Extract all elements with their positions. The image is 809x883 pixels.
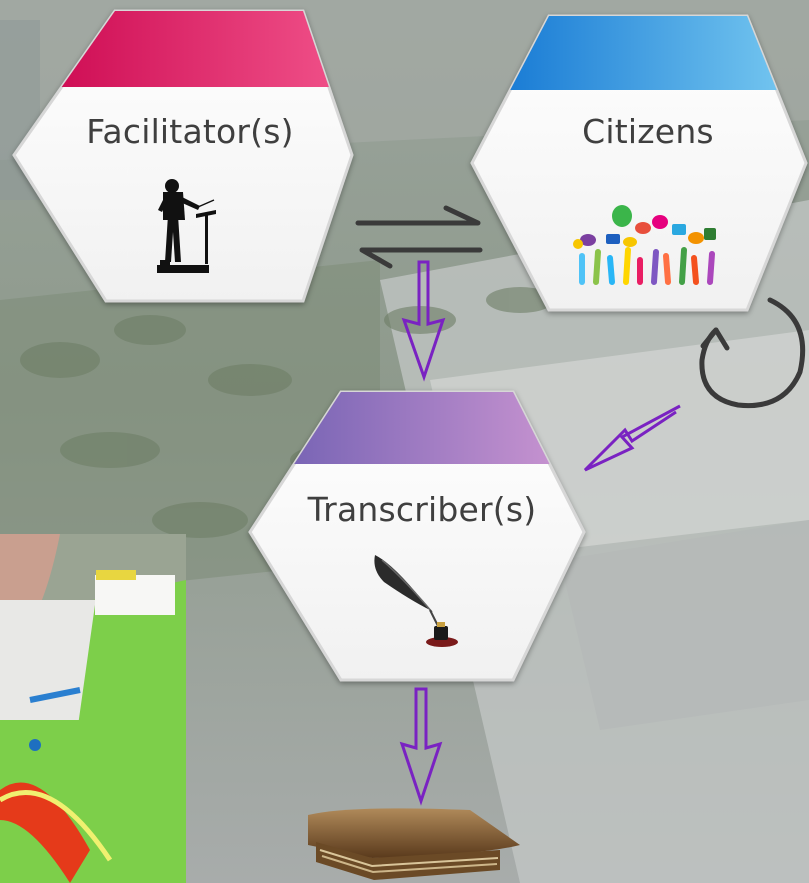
exchange-arrows: [355, 205, 483, 269]
arrow-to-citizens: [355, 205, 481, 226]
arrow-citizens-to-transcriber: [583, 404, 681, 472]
flow-arrows: [399, 260, 681, 806]
facilitator-label: Facilitator(s): [86, 112, 294, 151]
quill-inkwell-icon: [374, 555, 458, 647]
arrow-facilitator-to-transcriber: [401, 260, 446, 382]
citizens-self-loop-arrow: [699, 297, 806, 409]
arrow-to-facilitator: [359, 247, 483, 269]
arrow-transcriber-to-book: [399, 687, 443, 806]
conductor-icon: [157, 179, 216, 273]
planning-model-photo: [0, 534, 186, 883]
citizens-label: Citizens: [582, 112, 714, 151]
old-book-icon: [308, 808, 520, 880]
raised-hands-speech-bubbles-icon: [573, 205, 716, 285]
transcriber-label: Transcriber(s): [307, 490, 537, 529]
